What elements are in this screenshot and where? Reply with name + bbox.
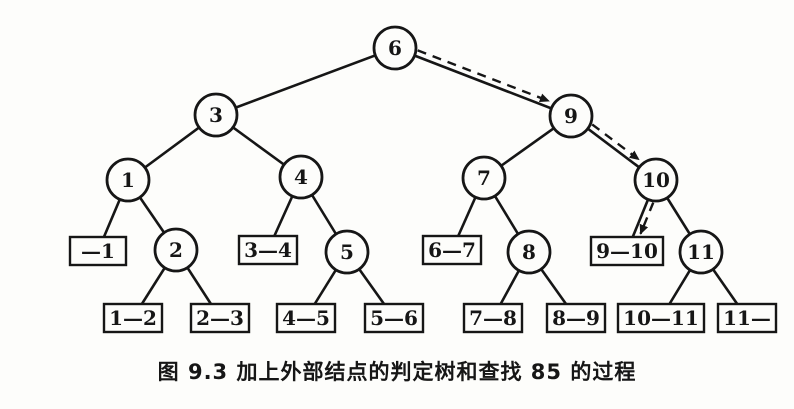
external-node-rect (275, 302, 337, 334)
node-label: 3—4 (244, 238, 292, 262)
tree-leaf-e11-: 11— (716, 302, 778, 334)
node-label: 4 (294, 165, 308, 189)
node-label: 5—6 (370, 306, 418, 330)
tree-node-8: 8 (506, 229, 552, 275)
tree-leaf-e-1: —1 (68, 235, 128, 267)
tree-leaf-e8-9: 8—9 (545, 302, 607, 334)
tree-node-7: 7 (461, 155, 507, 201)
tree-leaf-e10-11: 10—11 (616, 302, 706, 334)
external-node-rect (716, 302, 778, 334)
tree-nodes: 6 3 9 1 4 7 10 2 5 8 11 —1 3—4 6—7 9—10 1—2 2—3 4—5 5—6 7—8… (68, 25, 778, 334)
external-node-rect (545, 302, 607, 334)
search-path (417, 49, 655, 235)
tree-node-11: 11 (678, 229, 724, 275)
tree-node-4: 4 (278, 154, 324, 200)
external-node-rect (102, 302, 164, 334)
node-label: 6—7 (428, 238, 476, 262)
node-label: 2—3 (196, 306, 244, 330)
internal-node-circle (678, 229, 724, 275)
tree-leaf-e6-7: 6—7 (421, 234, 483, 266)
internal-node-circle (461, 155, 507, 201)
node-label: —1 (81, 239, 115, 263)
node-label: 4—5 (282, 306, 330, 330)
internal-node-circle (153, 227, 199, 273)
internal-node-circle (506, 229, 552, 275)
tree-leaf-e9-10: 9—10 (589, 235, 665, 267)
node-label: 10 (642, 168, 670, 192)
internal-node-circle (193, 92, 239, 138)
node-label: 1—2 (109, 306, 157, 330)
internal-node-circle (372, 25, 418, 71)
internal-node-circle (105, 157, 151, 203)
tree-edge-6-3 (215, 46, 396, 117)
node-label: 1 (121, 168, 135, 192)
external-node-rect (616, 302, 706, 334)
tree-leaf-e2-3: 2—3 (189, 302, 251, 334)
node-label: 3 (209, 103, 223, 127)
internal-node-circle (548, 93, 594, 139)
node-label: 8—9 (552, 306, 600, 330)
node-label: 11 (687, 240, 715, 264)
node-label: 6 (388, 36, 402, 60)
node-label: 9—10 (596, 239, 658, 263)
tree-leaf-e1-2: 1—2 (102, 302, 164, 334)
figure-caption: 图 9.3 加上外部结点的判定树和查找 85 的过程 (157, 360, 637, 384)
tree-node-10: 10 (633, 157, 679, 203)
tree-node-1: 1 (105, 157, 151, 203)
external-node-rect (189, 302, 251, 334)
external-node-rect (589, 235, 665, 267)
tree-node-2: 2 (153, 227, 199, 273)
node-label: 7—8 (469, 306, 517, 330)
internal-node-circle (633, 157, 679, 203)
tree-leaf-e5-6: 5—6 (363, 302, 425, 334)
tree-edge-6-9 (394, 46, 572, 118)
external-node-rect (421, 234, 483, 266)
node-label: 10—11 (623, 306, 699, 330)
external-node-rect (363, 302, 425, 334)
tree-node-6: 6 (372, 25, 418, 71)
external-node-rect (68, 235, 128, 267)
node-label: 8 (522, 240, 536, 264)
tree-leaf-e3-4: 3—4 (237, 234, 299, 266)
internal-node-circle (324, 229, 370, 275)
internal-node-circle (278, 154, 324, 200)
search-arrow-10-e9-10 (639, 202, 655, 235)
tree-node-9: 9 (548, 93, 594, 139)
search-arrow-9-10 (591, 123, 640, 161)
node-label: 7 (477, 166, 491, 190)
external-node-rect (237, 234, 299, 266)
search-arrow-6-9 (417, 49, 550, 103)
tree-leaf-e4-5: 4—5 (275, 302, 337, 334)
tree-leaf-e7-8: 7—8 (462, 302, 524, 334)
node-label: 2 (169, 238, 183, 262)
external-node-rect (462, 302, 524, 334)
node-label: 5 (340, 240, 354, 264)
node-label: 9 (564, 104, 578, 128)
node-label: 11— (723, 306, 771, 330)
tree-node-5: 5 (324, 229, 370, 275)
tree-node-3: 3 (193, 92, 239, 138)
